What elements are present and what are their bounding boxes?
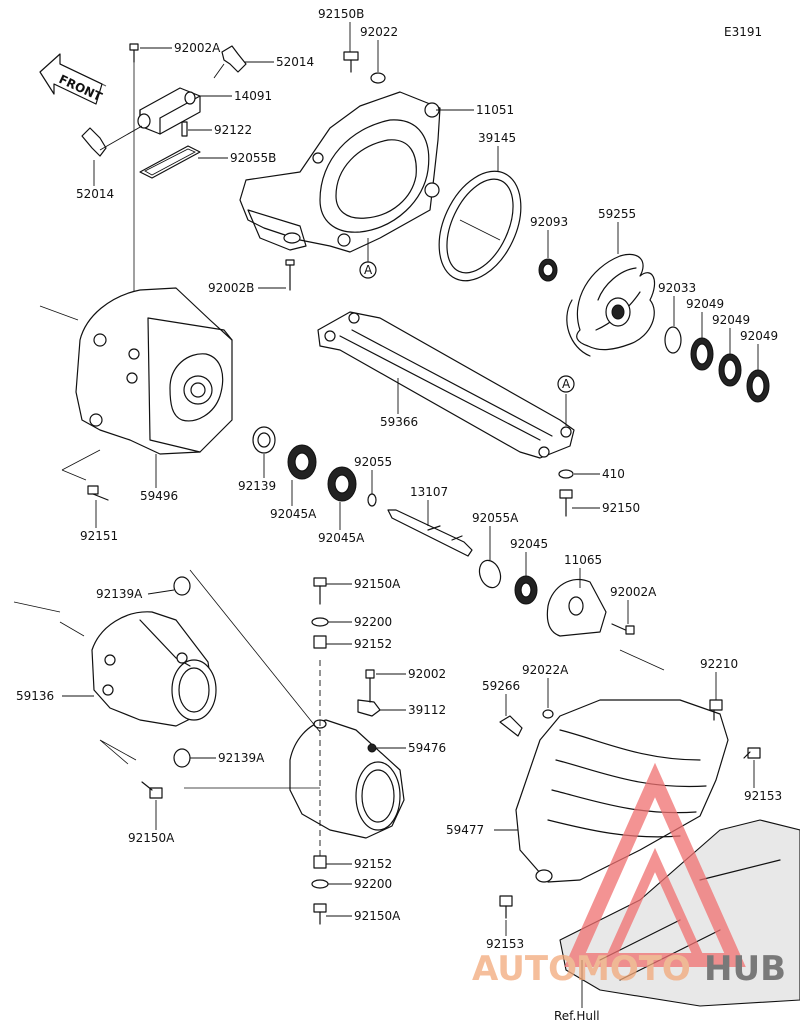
- part-label: 39112: [408, 703, 446, 717]
- part-label: 92151: [80, 529, 118, 543]
- callout-a-top: A: [364, 263, 373, 277]
- fitting-group: [81, 43, 247, 300]
- part-label: 39145: [478, 131, 516, 145]
- part-label: 13107: [410, 485, 448, 499]
- part-label: 11065: [564, 553, 602, 567]
- part-labels: 92150B 92022 92002A 52014 14091 11051 92…: [16, 7, 782, 951]
- housing-11051: A: [239, 51, 441, 291]
- part-label: 59476: [408, 741, 446, 755]
- part-label: 92055: [354, 455, 392, 469]
- part-label: 59366: [380, 415, 418, 429]
- part-label: 92150B: [318, 7, 364, 21]
- part-label: 59136: [16, 689, 54, 703]
- plate-59366: A: [317, 311, 575, 517]
- nozzle-59136: [13, 576, 217, 799]
- seals-group: [664, 326, 770, 403]
- part-label: 59255: [598, 207, 636, 221]
- part-label: 92139: [238, 479, 276, 493]
- front-arrow-icon: FRONT: [39, 53, 107, 105]
- part-label: 410: [602, 467, 625, 481]
- part-label: 92153: [486, 937, 524, 951]
- watermark-moto: MOTO: [576, 949, 691, 989]
- part-label: 92045A: [318, 531, 365, 545]
- part-label: 92055B: [230, 151, 276, 165]
- part-label: 92139A: [96, 587, 143, 601]
- part-label: 92002A: [174, 41, 221, 55]
- part-label: 92139A: [218, 751, 265, 765]
- part-label: 92022A: [522, 663, 569, 677]
- part-label: 59496: [140, 489, 178, 503]
- steering-nozzle-59476: [184, 569, 405, 925]
- ref-hull-label: Ref.Hull: [554, 1009, 600, 1023]
- watermark-auto: AUTO: [472, 949, 577, 989]
- part-label: 92002B: [208, 281, 254, 295]
- part-label: 92153: [744, 789, 782, 803]
- part-label: 92152: [354, 637, 392, 651]
- part-label: 92045A: [270, 507, 317, 521]
- part-label: 92049: [712, 313, 750, 327]
- part-label: 52014: [276, 55, 314, 69]
- part-label: 92150A: [354, 577, 401, 591]
- part-label: 92045: [510, 537, 548, 551]
- part-label: 92152: [354, 857, 392, 871]
- pump-body-59496: [39, 287, 233, 501]
- part-label: 59477: [446, 823, 484, 837]
- part-label: 92002: [408, 667, 446, 681]
- ring-39145: [438, 170, 522, 282]
- part-label: 92093: [530, 215, 568, 229]
- part-label: 92049: [740, 329, 778, 343]
- part-label: 92049: [686, 297, 724, 311]
- callout-a-plate: A: [562, 377, 571, 391]
- part-label: 92150A: [354, 909, 401, 923]
- part-label: 11051: [476, 103, 514, 117]
- part-label: 92033: [658, 281, 696, 295]
- impeller-59255: [566, 253, 655, 357]
- part-label: 92055A: [472, 511, 519, 525]
- part-label: 92200: [354, 615, 392, 629]
- part-label: 92002A: [610, 585, 657, 599]
- bushing-92093: [538, 258, 558, 282]
- watermark-hub: HUB: [704, 949, 786, 989]
- part-label: 59266: [482, 679, 520, 693]
- part-label: 92200: [354, 877, 392, 891]
- watermark-logo: AUTO MOTO HUB: [472, 762, 786, 989]
- part-label: 92022: [360, 25, 398, 39]
- part-label: 92150A: [128, 831, 175, 845]
- part-label: 52014: [76, 187, 114, 201]
- part-label: 92210: [700, 657, 738, 671]
- part-label: 14091: [234, 89, 272, 103]
- shaft-group: [252, 426, 665, 671]
- diagram-code: E3191: [724, 25, 762, 39]
- part-label: 92122: [214, 123, 252, 137]
- part-label: 92150: [602, 501, 640, 515]
